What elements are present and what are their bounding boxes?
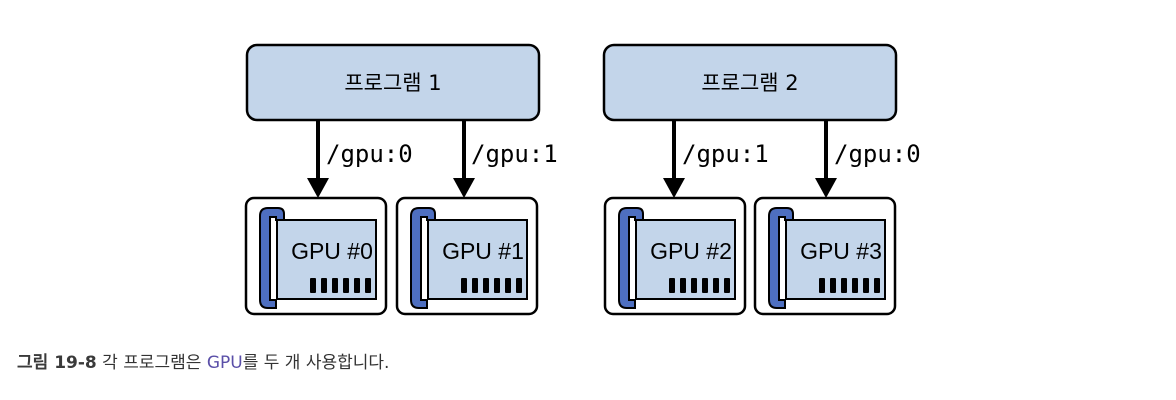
program-2-label: 프로그램 2: [701, 71, 798, 95]
program-1-label: 프로그램 1: [344, 71, 441, 95]
program-2-node: 프로그램 2: [602, 43, 898, 122]
gpu-card-1: GPU #1: [395, 196, 539, 316]
caption-text-before: 각 프로그램은: [96, 353, 207, 373]
gpu-connector-pins-icon: [669, 278, 730, 293]
gpu-1-label: GPU #1: [442, 238, 524, 264]
gpu-card-3: GPU #3: [753, 196, 897, 316]
gpu-bracket-icon: [259, 207, 285, 309]
caption-highlight: GPU: [206, 353, 243, 373]
arrow-p2-gpu2: /gpu:1: [663, 121, 769, 198]
gpu-connector-pins-icon: [461, 278, 522, 293]
gpu-2-label: GPU #2: [650, 238, 732, 264]
arrow-p1-gpu0-label: /gpu:0: [326, 140, 413, 168]
program-1-node: 프로그램 1: [245, 43, 541, 122]
gpu-card-2: GPU #2: [603, 196, 747, 316]
arrow-p2-gpu3: /gpu:0: [815, 121, 921, 198]
caption-text-after: 를 두 개 사용합니다.: [242, 353, 390, 373]
gpu-0-label: GPU #0: [291, 238, 373, 264]
gpu-bracket-icon: [768, 207, 794, 309]
gpu-connector-pins-icon: [310, 278, 371, 293]
arrow-p1-gpu1-label: /gpu:1: [471, 140, 558, 168]
gpu-bracket-icon: [618, 207, 644, 309]
gpu-bracket-icon: [410, 207, 436, 309]
arrow-p1-gpu0: /gpu:0: [307, 121, 413, 198]
figure-number: 그림 19-8: [17, 353, 97, 373]
figure-caption: 그림 19-8 각 프로그램은 GPU를 두 개 사용합니다.: [17, 348, 389, 373]
arrow-p2-gpu3-label: /gpu:0: [834, 140, 921, 168]
gpu-3-label: GPU #3: [800, 238, 882, 264]
gpu-connector-pins-icon: [819, 278, 880, 293]
arrow-p1-gpu1: /gpu:1: [453, 121, 558, 198]
gpu-card-0: GPU #0: [244, 196, 388, 316]
arrow-p2-gpu2-label: /gpu:1: [682, 140, 769, 168]
